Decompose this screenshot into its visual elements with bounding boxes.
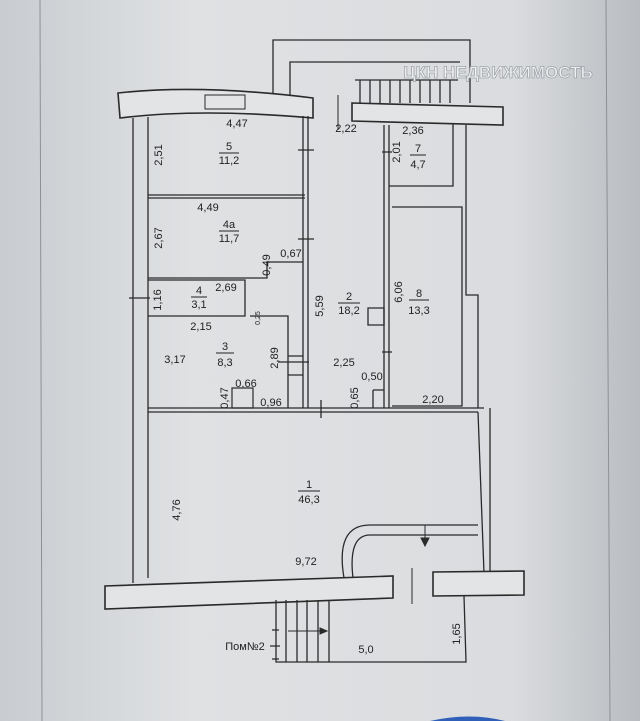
room-area-label: 18,2 xyxy=(338,305,359,317)
room-number-label: 3 xyxy=(222,341,228,353)
entrance-stair xyxy=(341,524,478,579)
dimension-label: 1,65 xyxy=(451,623,463,644)
dimension-label: 2,20 xyxy=(422,394,443,406)
room-number-label: 7 xyxy=(415,143,421,155)
room-area-label: 3,1 xyxy=(191,299,206,311)
lower-stair-pom2 xyxy=(270,595,467,663)
top-walls xyxy=(117,88,504,130)
dimension-label: 6,06 xyxy=(393,281,405,302)
dimension-labels: 4,47 2,22 2,36 2,51 2,01 4,49 2,67 0,67 … xyxy=(152,118,463,656)
room-5: 511,2 xyxy=(219,141,240,167)
dimension-label: 0,67 xyxy=(280,248,301,260)
dimension-label: 2,69 xyxy=(215,282,236,294)
room-area-label: 11,7 xyxy=(219,233,240,245)
dimension-label: 2,51 xyxy=(153,144,165,165)
walls xyxy=(129,116,491,583)
room-area-label: 8,3 xyxy=(217,357,232,369)
dimension-label: 2,15 xyxy=(190,321,211,333)
room-4a: 4а 11,7 xyxy=(219,219,240,245)
dimension-label: 0,50 xyxy=(361,371,382,383)
room-number-label: 8 xyxy=(416,288,422,300)
dimension-label: 2,67 xyxy=(153,227,165,248)
dimension-label: 2,89 xyxy=(269,347,281,368)
room-7: 74,7 xyxy=(410,143,426,171)
room-area-label: 46,3 xyxy=(298,494,319,506)
top-stair-structure xyxy=(272,39,471,103)
dimension-label: 0,49 xyxy=(261,254,273,275)
dimension-label: 0,66 xyxy=(235,378,256,390)
stamp-fragment xyxy=(430,716,505,721)
room-4: 43,1 xyxy=(191,285,207,311)
dimension-label: 3,17 xyxy=(164,354,185,366)
dimension-label: 2,01 xyxy=(391,141,403,162)
page-border-right xyxy=(605,0,611,721)
room-area-label: 13,3 xyxy=(408,305,429,317)
room-area-label: 11,2 xyxy=(219,155,240,167)
dimension-label: 0,47 xyxy=(219,387,231,408)
dimension-label: 5,59 xyxy=(314,295,326,316)
dimension-label: 0,96 xyxy=(260,397,281,409)
bottom-walls xyxy=(104,568,525,610)
dimension-label: 4,76 xyxy=(171,499,183,520)
room-number-label: 1 xyxy=(306,479,312,491)
room-number-label: 2 xyxy=(346,291,352,303)
room-area-label: 4,7 xyxy=(410,159,425,171)
room-number-label: 4 xyxy=(196,285,202,297)
stair-label: Пом№2 xyxy=(225,641,265,653)
dimension-label: 4,49 xyxy=(197,202,218,214)
page-border-left xyxy=(39,0,43,721)
room-8: 813,3 xyxy=(408,288,429,317)
dimension-label: 2,36 xyxy=(402,125,423,137)
watermark-logo: ЦКН НЕДВИЖИМОСТЬ xyxy=(403,63,592,82)
dimension-label: 2,22 xyxy=(335,123,356,135)
room-1: 146,3 xyxy=(298,479,320,506)
dimension-label: 0,25 xyxy=(255,311,262,325)
room-2: 218,2 xyxy=(338,291,360,317)
room-number-label: 5 xyxy=(226,141,232,153)
dimension-label: 4,47 xyxy=(226,118,247,130)
dimension-label: 1,16 xyxy=(152,289,164,310)
dimension-label: 5,0 xyxy=(358,644,373,656)
room-3: 38,3 xyxy=(216,341,234,369)
dimension-label: 9,72 xyxy=(295,556,316,568)
dimension-label: 0,65 xyxy=(349,387,361,408)
dimension-label: 2,25 xyxy=(333,357,354,369)
room-number-label: 4а xyxy=(223,219,236,231)
